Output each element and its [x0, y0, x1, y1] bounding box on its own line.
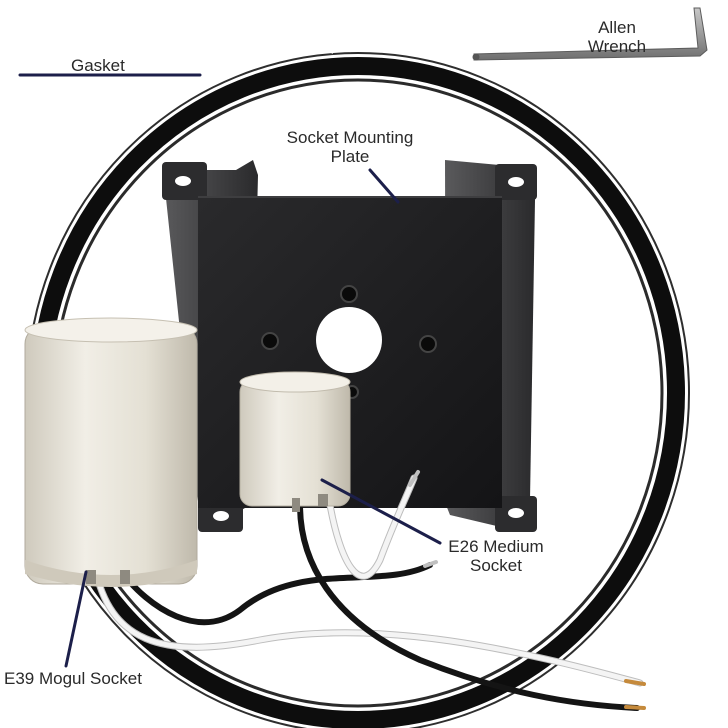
allen-wrench	[472, 7, 708, 61]
lead-wires	[91, 470, 646, 711]
e26-leader-line	[320, 478, 442, 545]
e26-label-line2: Socket	[470, 556, 522, 575]
e26-medium-socket-label: E26 Medium Socket	[434, 537, 558, 575]
e26-socket	[239, 371, 351, 512]
allen-wrench-label-line1: Allen	[598, 18, 636, 37]
allen-wrench-label: Allen Wrench	[572, 18, 662, 56]
e39-socket	[24, 317, 198, 587]
gasket-label: Gasket	[71, 56, 125, 75]
socket-mounting-plate-label: Socket Mounting Plate	[270, 128, 430, 166]
callout-leader-lines	[18, 73, 442, 668]
e26-label-line1: E26 Medium	[448, 537, 544, 556]
allen-wrench-label-line2: Wrench	[587, 37, 647, 56]
socket-plate-label-line1: Socket Mounting	[286, 128, 414, 147]
plate-leader-line	[368, 168, 400, 204]
e39-leader-line	[64, 570, 88, 668]
e39-mogul-socket-label: E39 Mogul Socket	[4, 669, 142, 688]
socket-plate-label-line2: Plate	[330, 147, 370, 166]
